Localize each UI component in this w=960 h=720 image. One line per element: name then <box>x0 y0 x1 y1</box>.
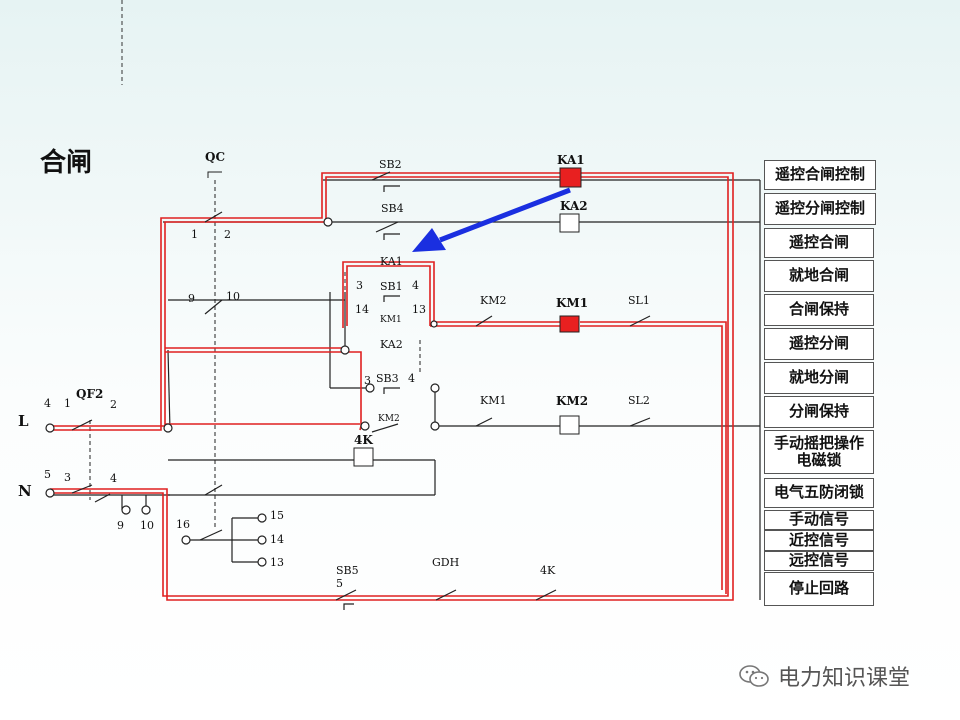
label-sb5-5: 5 <box>336 577 343 590</box>
4k-coil <box>353 447 374 467</box>
ka1-coil-active <box>559 167 582 188</box>
label-sl1: SL1 <box>628 294 650 307</box>
side-button-12[interactable]: 远控信号 <box>764 551 874 571</box>
label-3a: 3 <box>356 279 363 292</box>
side-button-10[interactable]: 手动信号 <box>764 510 874 530</box>
label-ka2-mid: KA2 <box>380 338 403 351</box>
label-km2-small: KM2 <box>378 414 400 424</box>
label-14a: 14 <box>355 303 369 316</box>
km1-coil-active <box>559 315 580 333</box>
wechat-icon <box>739 665 769 687</box>
label-10: 10 <box>226 290 240 303</box>
ka2-coil <box>559 213 580 233</box>
label-ka2: KA2 <box>560 199 588 213</box>
side-button-0[interactable]: 遥控合闸控制 <box>764 160 876 190</box>
label-b10: 10 <box>140 519 154 532</box>
label-b14: 14 <box>270 533 284 546</box>
label-qf2: QF2 <box>76 387 103 401</box>
label-b16: 16 <box>176 518 190 531</box>
label-l4: 4 <box>44 397 51 410</box>
label-b13: 13 <box>270 556 284 569</box>
label-2: 2 <box>224 228 231 241</box>
side-button-2[interactable]: 遥控合闸 <box>764 228 874 258</box>
side-button-7[interactable]: 分闸保持 <box>764 396 874 428</box>
indicator-arrow <box>412 187 571 252</box>
label-1: 1 <box>191 228 198 241</box>
terminals <box>45 217 440 567</box>
label-sb3: SB3 <box>376 372 399 385</box>
side-button-13[interactable]: 停止回路 <box>764 572 874 606</box>
label-km2-coil: KM2 <box>556 394 588 408</box>
label-3b: 3 <box>364 374 371 387</box>
side-button-11[interactable]: 近控信号 <box>764 530 874 551</box>
label-4k: 4K <box>354 433 373 447</box>
label-sb2: SB2 <box>379 158 402 171</box>
contacts <box>71 171 651 610</box>
label-9: 9 <box>188 292 195 305</box>
side-button-4[interactable]: 合闸保持 <box>764 294 874 326</box>
label-km1-small: KM1 <box>380 315 402 325</box>
label-4b: 4 <box>408 372 415 385</box>
label-km1-coil: KM1 <box>556 296 588 310</box>
label-gdh: GDH <box>432 556 459 569</box>
black-wiring <box>50 179 761 600</box>
label-ka1: KA1 <box>557 153 585 167</box>
label-13a: 13 <box>412 303 426 316</box>
label-km1-b: KM1 <box>480 394 506 407</box>
side-button-8[interactable]: 手动摇把操作 电磁锁 <box>764 430 874 474</box>
label-b15: 15 <box>270 509 284 522</box>
label-N: N <box>18 482 32 500</box>
label-4k-b: 4K <box>540 564 556 577</box>
side-button-3[interactable]: 就地合闸 <box>764 260 874 292</box>
label-km2-a: KM2 <box>480 294 506 307</box>
label-4a: 4 <box>412 279 419 292</box>
label-n5: 5 <box>44 468 51 481</box>
label-l1: 1 <box>64 397 71 410</box>
label-n4c: 4 <box>110 472 117 485</box>
side-button-9[interactable]: 电气五防闭锁 <box>764 478 874 508</box>
label-sb1: SB1 <box>380 280 403 293</box>
label-L: L <box>18 412 29 430</box>
watermark-text: 电力知识课堂 <box>778 666 911 691</box>
label-n3c: 3 <box>64 471 71 484</box>
label-sl2: SL2 <box>628 394 650 407</box>
energized-path <box>50 172 734 601</box>
label-b9: 9 <box>117 519 124 532</box>
label-sb5: SB5 <box>336 564 359 577</box>
watermark: 电力知识课堂 <box>738 660 910 692</box>
qc-symbol <box>207 171 222 178</box>
label-qc: QC <box>205 150 225 164</box>
label-sb4: SB4 <box>381 202 404 215</box>
page-title: 合闸 <box>40 148 93 178</box>
label-l2: 2 <box>110 398 117 411</box>
side-button-6[interactable]: 就地分闸 <box>764 362 874 394</box>
side-button-5[interactable]: 遥控分闸 <box>764 328 874 360</box>
label-ka1-mid: KA1 <box>380 255 403 268</box>
km2-coil <box>559 415 580 435</box>
side-button-1[interactable]: 遥控分闸控制 <box>764 193 876 225</box>
